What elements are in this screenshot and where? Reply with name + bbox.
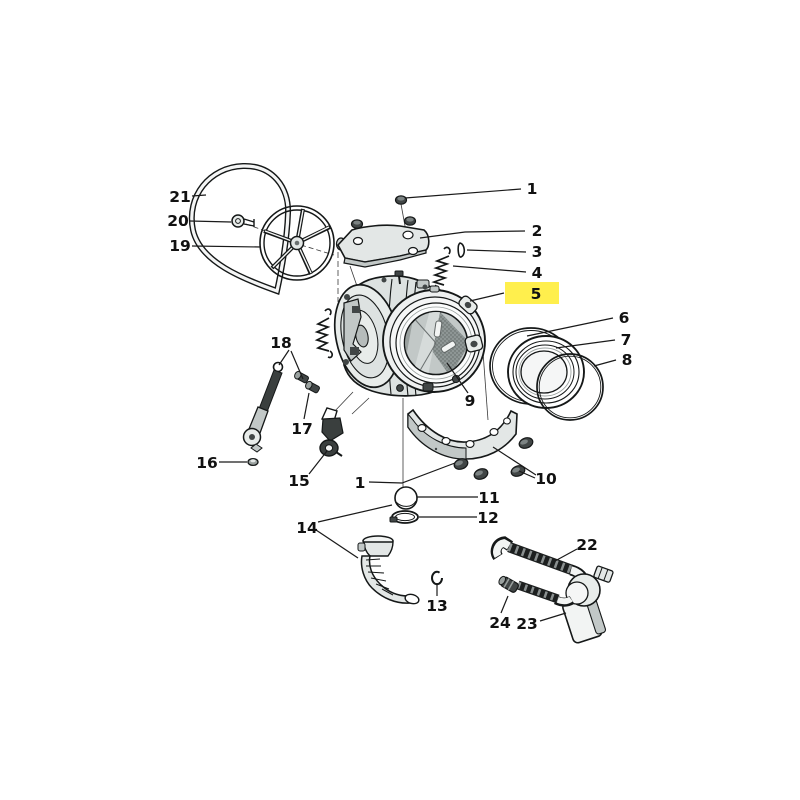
bottom-bracket <box>407 408 518 460</box>
belt-part-21 <box>188 162 292 295</box>
callout-23: 23 <box>516 615 538 633</box>
bolt-part-16 <box>247 457 259 467</box>
cap-nut <box>394 195 408 205</box>
callout-10: 10 <box>535 470 557 488</box>
oring-part-13 <box>431 570 443 586</box>
callout-4: 4 <box>532 264 543 282</box>
callout-20: 20 <box>167 212 189 230</box>
callout-7: 7 <box>621 331 632 349</box>
callout-6: 6 <box>619 309 630 327</box>
damper-part-15 <box>319 407 344 457</box>
callout-1-bottom: 1 <box>355 474 366 492</box>
pulley-bolt-part-20 <box>231 214 255 228</box>
tub-left-brackets <box>343 294 362 365</box>
ball-part-11 <box>394 486 418 510</box>
callout-21: 21 <box>169 188 191 206</box>
hose-inlet <box>516 580 560 604</box>
pad <box>518 437 534 449</box>
pad <box>473 468 489 480</box>
callout-22: 22 <box>576 536 598 554</box>
callout-18: 18 <box>270 334 292 352</box>
door-gasket-part-7 <box>507 335 585 409</box>
callouts: 1 2 3 4 5 6 7 8 9 10 11 12 13 14 15 16 1… <box>167 180 632 633</box>
callout-13: 13 <box>426 597 448 615</box>
tub-ring-lugs <box>396 285 484 392</box>
highlight-part-5 <box>505 282 559 304</box>
pad <box>510 465 526 477</box>
callout-19: 19 <box>169 237 191 255</box>
pads-part-10 <box>453 437 534 480</box>
pad <box>453 458 469 470</box>
cap-nut <box>350 219 364 229</box>
tub-top-fittings <box>381 270 430 290</box>
construction-lines <box>245 203 489 488</box>
callout-14: 14 <box>296 519 318 537</box>
callout-17: 17 <box>291 420 313 438</box>
clamp-part-12 <box>389 510 419 524</box>
callout-3: 3 <box>532 243 543 261</box>
callout-15: 15 <box>288 472 310 490</box>
spring-part-4 <box>431 246 451 292</box>
tub-assembly-part-5 <box>333 270 486 397</box>
drum-part-9 <box>403 310 469 376</box>
callout-1-top: 1 <box>527 180 538 198</box>
callout-16: 16 <box>196 454 218 472</box>
leader-lines <box>189 188 617 622</box>
callout-8: 8 <box>622 351 633 369</box>
callout-2: 2 <box>532 222 543 240</box>
clip-part-3 <box>457 242 466 258</box>
callout-12: 12 <box>477 509 499 527</box>
ring-part-8 <box>536 353 604 421</box>
drain-hose-part-14 <box>357 535 420 605</box>
hose-part-22 <box>490 536 591 586</box>
fitting-part-24 <box>498 575 519 593</box>
callout-11: 11 <box>478 489 500 507</box>
callout-24: 24 <box>489 614 511 632</box>
counterweight-plate-part-2 <box>337 224 430 268</box>
shock-absorber-part-18 <box>242 361 284 453</box>
callout-5: 5 <box>531 285 542 303</box>
spring-left <box>314 308 334 359</box>
pins-part-17 <box>294 370 320 394</box>
pump-part-23 <box>553 565 614 644</box>
callout-9: 9 <box>465 392 476 410</box>
cap-nut <box>403 216 417 226</box>
cap-nuts-top-part-1 <box>350 195 417 229</box>
pulley-part-19 <box>259 205 335 281</box>
